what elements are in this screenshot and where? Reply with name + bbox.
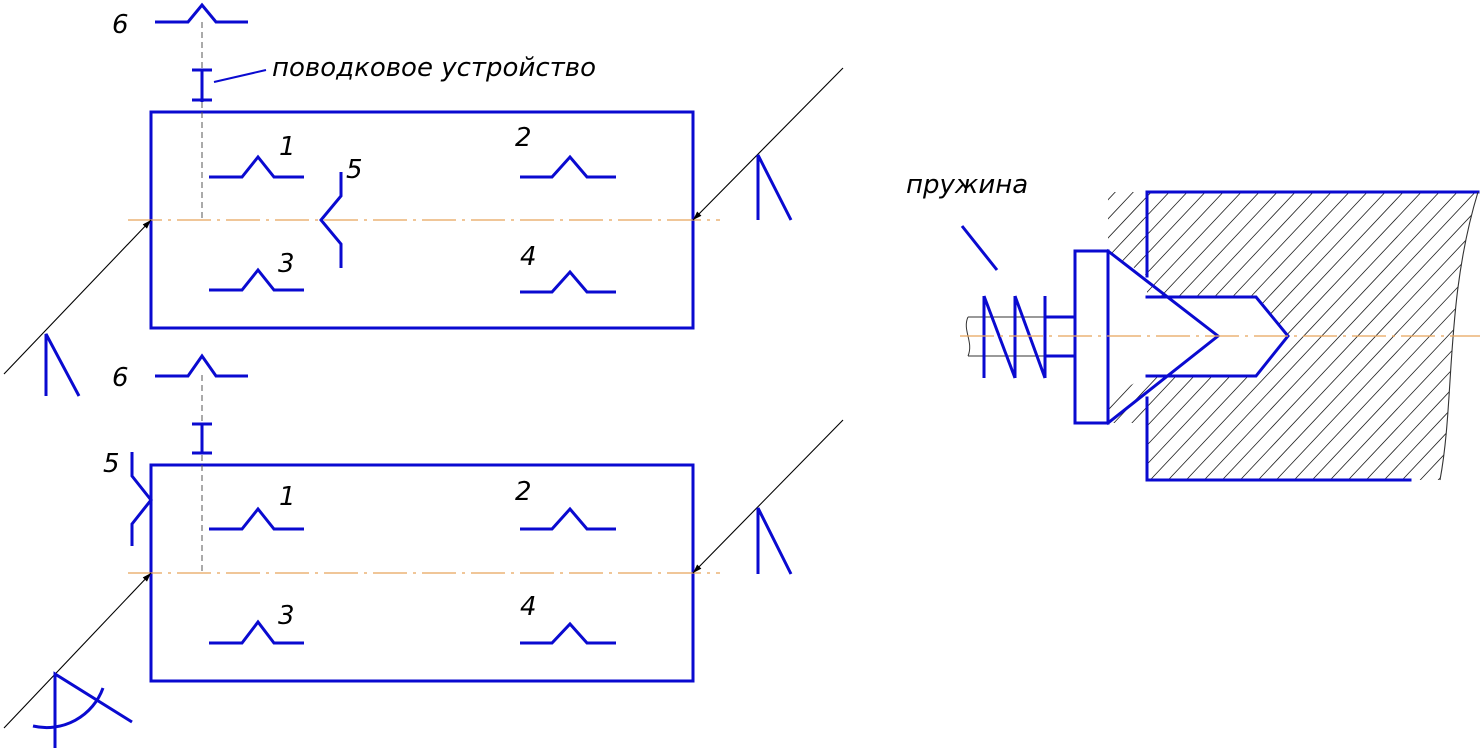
- lower-support-symbol-3: [209, 619, 304, 645]
- hatch-line: [780, 170, 1100, 510]
- lower-support-number-2: 2: [515, 477, 532, 507]
- center-plate: [1073, 249, 1110, 425]
- hatch-line: [1445, 192, 1478, 480]
- hatch-line: [1108, 192, 1227, 480]
- hatch-line: [1211, 192, 1478, 480]
- hatch-line: [1355, 192, 1478, 480]
- hatch-line: [1108, 192, 1389, 480]
- hatch-line: [1108, 192, 1263, 480]
- spring-center-detail: пружина: [780, 170, 1480, 510]
- lower-support-number-1: 1: [279, 482, 296, 512]
- upper-support-symbol-2: [520, 154, 616, 179]
- section-hatching: [780, 170, 1478, 510]
- upper-support-symbol-6: [155, 2, 248, 24]
- hatch-line: [1373, 192, 1478, 480]
- lower-support-number-3: 3: [278, 601, 295, 631]
- lower-support-number-5: 5: [103, 449, 120, 479]
- upper-support-number-1: 1: [279, 132, 296, 162]
- lower-support-symbol-4: [520, 621, 616, 645]
- housing-break-line: [1439, 191, 1479, 481]
- upper-support-symbol-4: [520, 269, 616, 294]
- hatch-line: [1283, 192, 1478, 480]
- hatch-line: [1108, 192, 1245, 480]
- hatch-line: [1175, 192, 1478, 480]
- lower-support-symbol-6: [155, 353, 248, 378]
- hatch-line: [1319, 192, 1478, 480]
- upper-support-number-5: 5: [346, 155, 363, 185]
- upper-support-symbol-5: [319, 172, 343, 268]
- lower-left-rotating-center-symbol: [32, 671, 133, 748]
- lower-support-number-6: 6: [112, 363, 129, 393]
- hatch-line: [1108, 192, 1155, 480]
- spring-leader: [960, 225, 999, 271]
- drive-device-leader: [213, 69, 267, 83]
- spring-label: пружина: [906, 170, 1028, 200]
- hatch-line: [1108, 192, 1173, 480]
- upper-support-symbol-3: [209, 267, 304, 292]
- lower-view: 6 1 2 3 4 5: [3, 353, 844, 748]
- upper-support-number-4: 4: [520, 242, 537, 272]
- hatch-line: [1108, 192, 1353, 480]
- hatch-line: [1108, 192, 1407, 480]
- hatch-line: [1391, 192, 1478, 480]
- upper-right-center-symbol: [756, 154, 793, 221]
- upper-support-symbol-1: [209, 154, 304, 179]
- drive-device-label: поводковое устройство: [272, 53, 596, 83]
- lower-support-symbol-5: [130, 452, 153, 546]
- upper-left-center-leader: [3, 219, 152, 375]
- hatch-line: [1108, 192, 1281, 480]
- lower-drive-device-symbol: [192, 422, 212, 455]
- hatch-line: [1139, 192, 1461, 480]
- hatch-line: [1157, 192, 1478, 480]
- hatch-line: [1108, 192, 1191, 480]
- hatch-line: [1247, 192, 1478, 480]
- hatch-line: [1108, 192, 1209, 480]
- upper-support-number-3: 3: [278, 249, 295, 279]
- hatch-line: [1121, 192, 1443, 480]
- hatch-line: [1409, 192, 1478, 480]
- hatch-line: [1427, 192, 1478, 480]
- hatch-line: [1108, 192, 1371, 480]
- hatch-line: [1108, 192, 1137, 480]
- upper-right-center-leader: [692, 67, 844, 221]
- lower-right-center-leader: [692, 419, 844, 574]
- upper-view: 6 поводковое устройство 1 2 3 4 5: [3, 2, 844, 397]
- lower-support-symbol-2: [520, 506, 616, 531]
- hatch-line: [1108, 192, 1119, 480]
- center-cone: [1105, 248, 1221, 426]
- lower-support-number-4: 4: [520, 592, 537, 622]
- upper-left-center-symbol: [44, 333, 81, 397]
- hatch-line: [1265, 192, 1478, 480]
- lower-left-center-leader: [3, 572, 152, 729]
- hatch-line: [1193, 192, 1478, 480]
- hatch-line: [1337, 192, 1478, 480]
- lower-support-symbol-1: [209, 506, 304, 531]
- lower-right-center-symbol: [756, 507, 793, 575]
- hatch-line: [1229, 192, 1478, 480]
- spring-coils: [982, 295, 1047, 379]
- upper-support-number-2: 2: [515, 123, 532, 153]
- upper-drive-device-symbol: [192, 68, 212, 102]
- hatch-line: [1108, 192, 1299, 480]
- hatch-line: [1108, 192, 1425, 480]
- upper-support-number-6: 6: [112, 10, 129, 40]
